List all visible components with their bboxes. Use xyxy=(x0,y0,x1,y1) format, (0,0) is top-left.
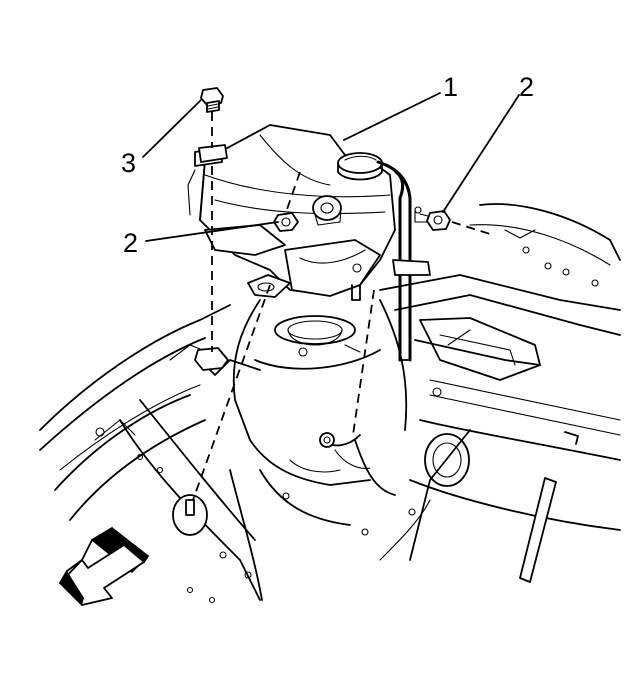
nut-2-right xyxy=(426,210,451,231)
callout-label-1: 1 xyxy=(443,72,458,102)
bolt-3 xyxy=(200,87,224,113)
callout-label-2-right: 2 xyxy=(519,72,534,102)
upper-bracket-clip xyxy=(198,144,228,163)
alignment-lines xyxy=(192,112,491,501)
callout-labels: 1 2 2 3 xyxy=(121,72,534,258)
coolant-reservoir xyxy=(187,124,431,362)
nut-2-left xyxy=(273,212,299,232)
front-direction-arrow-icon xyxy=(59,527,150,606)
vehicle-body-structure xyxy=(39,203,621,604)
callout-label-2-left: 2 xyxy=(123,228,138,258)
callout-leaders xyxy=(142,92,520,242)
fasteners xyxy=(194,87,451,371)
lower-bracket-clip xyxy=(194,347,229,371)
callout-label-3: 3 xyxy=(121,148,136,178)
